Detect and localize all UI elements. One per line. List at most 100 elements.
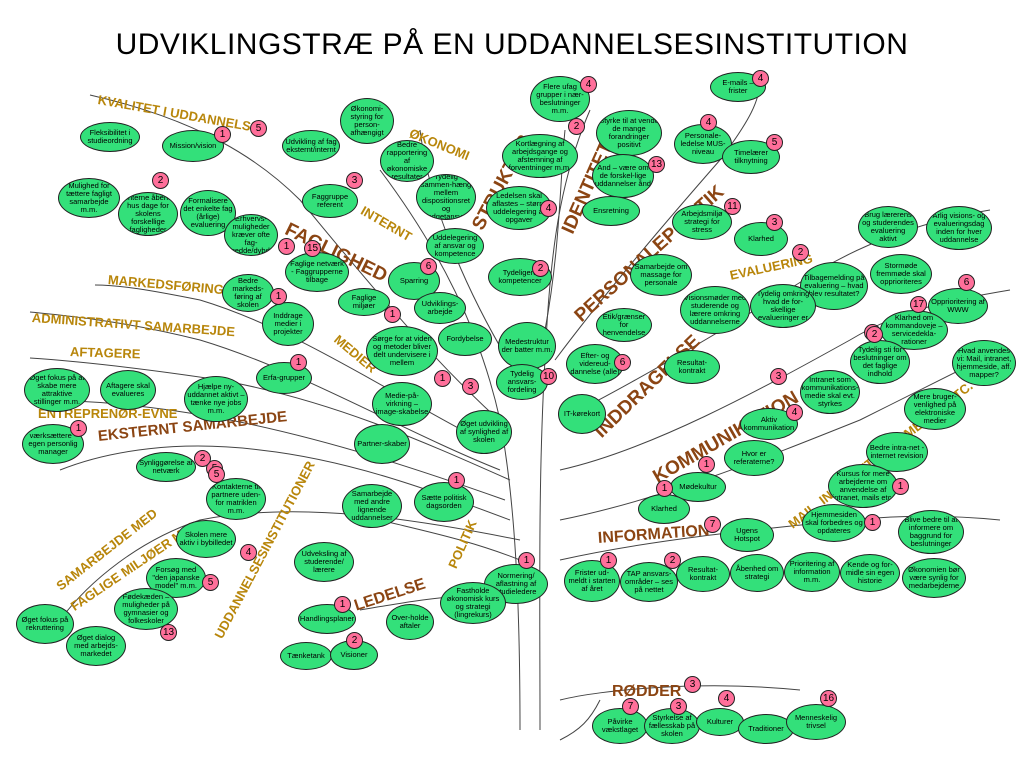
leaf-node: Stormøde fremmøde skal opprioriteres	[870, 254, 932, 294]
leaf-node: Fleksibilitet i studieordning	[80, 122, 140, 152]
number-badge: 1	[434, 370, 451, 387]
number-badge: 1	[698, 456, 715, 473]
number-badge: 6	[614, 354, 631, 371]
leaf-node: Klarhed	[638, 494, 690, 524]
number-badge: 2	[152, 172, 169, 189]
page-title: UDVIKLINGSTRÆ PÅ EN UDDANNELSESINSTITUTI…	[115, 28, 909, 61]
leaf-node: Tydelig sammen-hæng mellem dispositionsr…	[416, 174, 476, 220]
leaf-node: Traditioner	[738, 714, 794, 744]
leaf-node: Mere bruger-venlighed på elektroniske me…	[904, 388, 966, 430]
leaf-node: Resultat-kontrakt	[676, 556, 730, 592]
leaf-node: Kursus for mere arbejderne om anvendelse…	[828, 464, 898, 508]
leaf-node: Styrkelse af fællesskab på skolen	[644, 708, 700, 744]
leaf-node: Fødekæden – muligheder på gymnasier og f…	[114, 588, 178, 630]
leaf-node: Åbenhed om strategi	[730, 554, 784, 592]
number-badge: 1	[448, 472, 465, 489]
leaf-node: Sætte politisk dagsorden	[414, 482, 474, 522]
leaf-node: Kortlægning af arbejdsgange og afstemnin…	[502, 134, 578, 178]
root-line	[559, 699, 601, 741]
leaf-node: IT-kørekort	[558, 394, 606, 434]
number-badge: 10	[540, 368, 557, 385]
leaf-node: Tydelig ansvars-fordeling	[496, 364, 548, 400]
leaf-node: Kende og for-midle sin egen historie	[840, 554, 900, 592]
number-badge: 13	[160, 624, 177, 641]
leaf-node: Intranet som kommunikations-medie skal e…	[800, 370, 860, 414]
leaf-node: Øget fokus på at skabe mere attraktive s…	[24, 368, 90, 412]
branch-label: AFTAGERE	[69, 344, 141, 362]
number-badge: 3	[346, 172, 363, 189]
number-badge: 2	[532, 260, 549, 277]
leaf-node: Hvad anvendes vi: Mail, intranet, hjemme…	[952, 340, 1016, 386]
number-badge: 4	[786, 404, 803, 421]
leaf-node: Faglige netværk - Faggrupperne tilbage	[285, 252, 349, 292]
leaf-node: Blive bedre til at informere om baggrund…	[898, 510, 964, 554]
leaf-node: Udvikling af fag eksternt/internt	[282, 130, 340, 162]
leaf-node: Tænketank	[280, 642, 332, 670]
leaf-node: Interne åbent hus dage for skolens forsk…	[118, 192, 178, 236]
number-badge: 6	[958, 274, 975, 291]
leaf-node: Hjemmesiden skal forbedres og opdateres	[802, 504, 866, 542]
number-badge: 3	[766, 214, 783, 231]
branch-line	[29, 311, 501, 471]
leaf-node: Visionsmøder med studerende og lærere om…	[680, 286, 750, 334]
leaf-node: Medie-på-virkning – image-skabelse	[372, 382, 432, 426]
leaf-node: Ugens Hotspot	[720, 518, 774, 552]
leaf-node: Arbejdsmiljø strategi for stress	[672, 204, 732, 240]
number-badge: 17	[910, 296, 927, 313]
number-badge: 16	[820, 690, 837, 707]
number-badge: 3	[770, 368, 787, 385]
leaf-node: Sørge for at viden og metoder bliver del…	[366, 326, 438, 376]
number-badge: 1	[600, 552, 617, 569]
leaf-node: Partner-skaber	[354, 424, 410, 464]
leaf-node: Over-holde aftaler	[386, 604, 434, 640]
number-badge: 1	[384, 306, 401, 323]
number-badge: 2	[568, 118, 585, 135]
number-badge: 6	[420, 258, 437, 275]
leaf-node: Faglige miljøer	[338, 288, 390, 316]
number-badge: 1	[290, 354, 307, 371]
leaf-node: Økonomi-styring for person-afhængigt	[340, 98, 394, 144]
number-badge: 4	[752, 70, 769, 87]
leaf-node: Inddrage medier i projekter	[262, 302, 314, 346]
number-badge: 5	[202, 574, 219, 591]
branch-line	[29, 399, 506, 501]
number-badge: 1	[656, 480, 673, 497]
leaf-node: Påvirke vækstlaget	[592, 708, 648, 744]
leaf-node: Tydeligere kompetencer	[488, 258, 552, 296]
branch-label: ENTREPRENØR-EVNE	[38, 406, 178, 421]
number-badge: 3	[462, 378, 479, 395]
leaf-node: Uddelegering af ansvar og kompetence	[426, 228, 484, 264]
leaf-node: Aftagere skal evalueres	[100, 370, 156, 410]
leaf-node: Mission/vision	[162, 130, 224, 162]
number-badge: 1	[518, 552, 535, 569]
number-badge: 7	[622, 698, 639, 715]
leaf-node: Skolen mere aktiv i bybilledet	[176, 520, 236, 558]
leaf-node: Erhvervs-muligheder kræver ofte fag-bred…	[224, 214, 278, 256]
number-badge: 2	[194, 450, 211, 467]
number-badge: 4	[240, 544, 257, 561]
leaf-node: Frister ud-meldt i starten af året	[564, 560, 620, 602]
number-badge: 1	[864, 514, 881, 531]
leaf-node: Samarbejde om massage for personale	[630, 254, 692, 296]
number-badge: 4	[718, 690, 735, 707]
number-badge: 5	[766, 134, 783, 151]
number-badge: 1	[278, 238, 295, 255]
leaf-node: Udveksling af studerende/ lærere	[294, 542, 354, 582]
number-badge: 2	[866, 326, 883, 343]
branch-line	[554, 79, 761, 361]
leaf-node: Brug lærerens og studerendes evaluering …	[858, 206, 918, 248]
leaf-node: Hjælpe ny-uddannet aktivt – tænke nye jo…	[184, 376, 248, 422]
number-badge: 5	[208, 466, 225, 483]
number-badge: 2	[346, 632, 363, 649]
leaf-node: Synliggørelse af netværk	[136, 452, 196, 482]
leaf-node: Fordybelse	[438, 322, 492, 356]
leaf-node: Resultat-kontrakt	[664, 350, 720, 384]
leaf-node: Udviklings-arbejde	[414, 292, 466, 324]
number-badge: 15	[304, 240, 321, 257]
leaf-node: Tydelig omkring hvad de for-skellige eva…	[750, 284, 816, 328]
leaf-node: Tydelig sti for beslutninger om det fagl…	[850, 340, 910, 384]
number-badge: 1	[892, 478, 909, 495]
branch-line	[89, 94, 511, 431]
leaf-node: Ensretning	[582, 196, 640, 226]
leaf-node: Øget udvikling af synlighed af skolen	[456, 410, 512, 454]
